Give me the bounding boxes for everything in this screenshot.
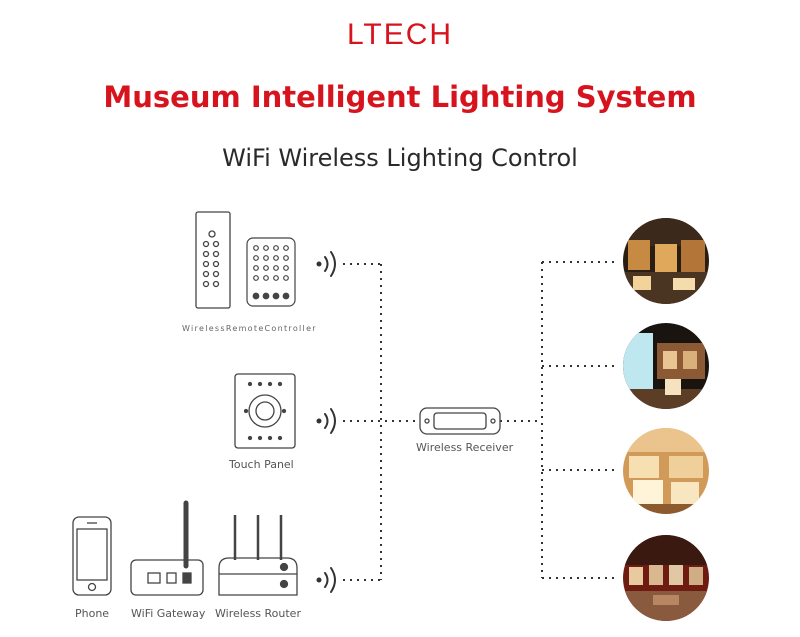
- phone-label: Phone: [75, 607, 110, 620]
- wifi-signal-icon: [316, 567, 336, 593]
- remote-controller-icon: [195, 211, 231, 309]
- page-subtitle: WiFi Wireless Lighting Control: [222, 144, 578, 172]
- wireless-receiver-label: Wireless Receiver: [416, 441, 514, 454]
- museum-scene-photo: [623, 218, 709, 304]
- page-title: Museum Intelligent Lighting System: [103, 80, 697, 114]
- wireless-receiver-icon: [419, 407, 501, 435]
- touch-panel-icon: [234, 373, 296, 449]
- wireless-router-icon: [218, 515, 298, 596]
- wifi-signal-icon: [316, 251, 336, 277]
- wireless-router-label: Wireless Router: [215, 607, 301, 620]
- museum-scene-photo: [623, 535, 709, 621]
- wifi-signal-icon: [316, 408, 336, 434]
- touch-panel-label: Touch Panel: [229, 458, 294, 471]
- wifi-gateway-icon: [130, 500, 204, 596]
- phone-icon: [72, 516, 112, 596]
- keypad-remote-icon: [246, 237, 296, 307]
- ltech-logo: LTECH: [346, 18, 454, 51]
- museum-scene-photo: [623, 428, 709, 514]
- connector-lines: [343, 261, 618, 581]
- museum-scene-photo: [623, 323, 709, 409]
- wifi-gateway-label: WiFi Gateway: [131, 607, 206, 620]
- remote-controller-label: WirelessRemoteController: [182, 324, 317, 333]
